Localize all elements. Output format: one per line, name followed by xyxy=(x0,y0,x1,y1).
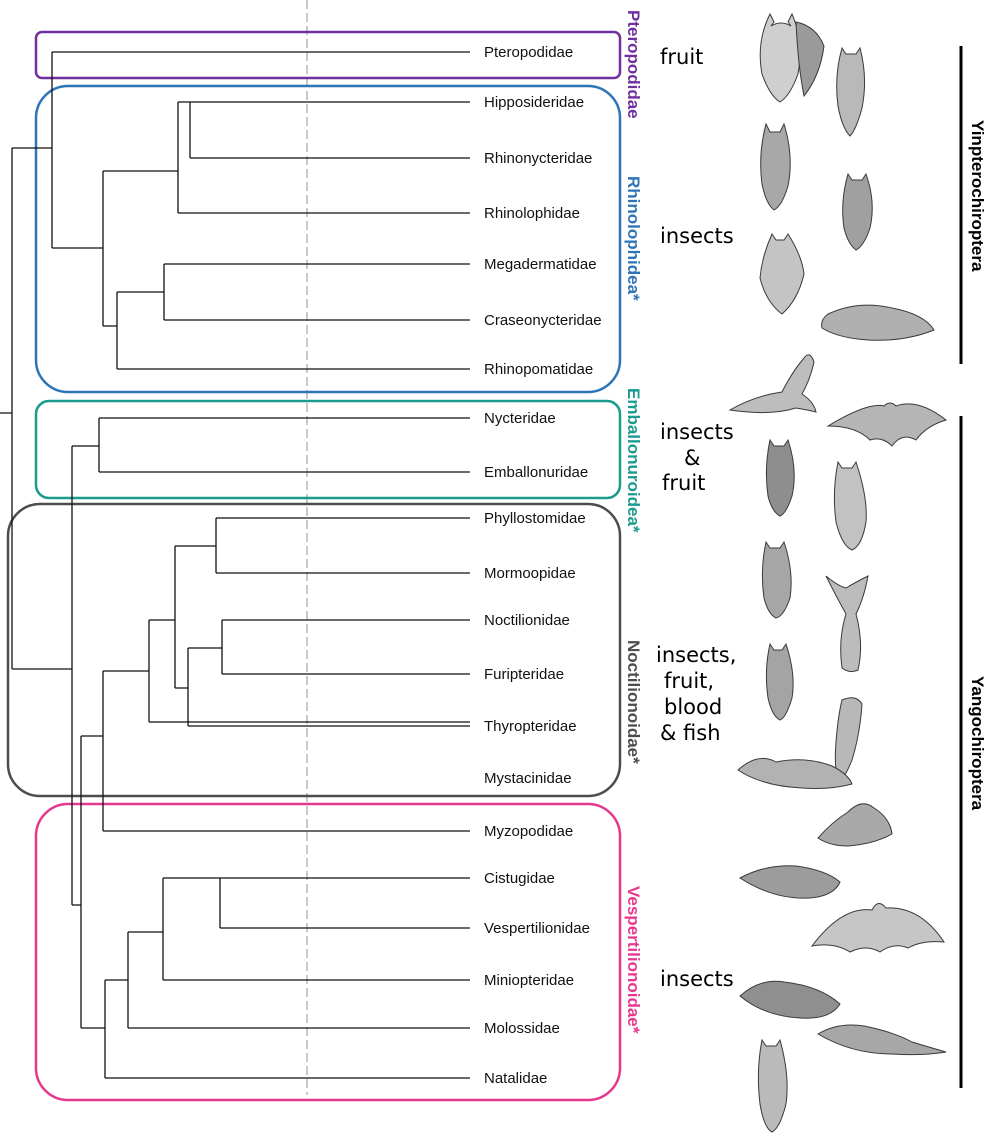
group-label-pteropodidae: Pteropodidae xyxy=(624,10,643,119)
crawling-bat-illustration xyxy=(822,305,934,340)
crawling-bat-illustration xyxy=(740,866,840,898)
leaf-labels: Pteropodidae Hipposideridae Rhinonycteri… xyxy=(484,44,602,1087)
leaf-label: Mystacinidae xyxy=(484,770,572,787)
flying-bat-illustration xyxy=(812,903,944,952)
diet-label-fruit: fruit xyxy=(660,45,703,69)
vespertilionoidae-box xyxy=(36,804,620,1100)
leaf-label: Pteropodidae xyxy=(484,44,573,61)
diet-label-insects: insects xyxy=(660,420,734,444)
leaf-label: Natalidae xyxy=(484,1070,547,1087)
leaf-label: Hipposideridae xyxy=(484,94,584,111)
leaf-label: Mormoopidae xyxy=(484,565,576,582)
hanging-bat-illustration xyxy=(834,462,866,550)
group-label-rhinolophidea: Rhinolophidea* xyxy=(624,176,643,301)
crawling-bat-illustration xyxy=(818,1025,946,1055)
leaf-label: Rhinonycteridae xyxy=(484,150,592,167)
leaf-label: Miniopteridae xyxy=(484,972,574,989)
bat-illustrations xyxy=(730,14,946,1132)
diet-labels: fruit insects insects & fruit insects, f… xyxy=(656,45,736,991)
suborder-brackets: Yinpterochiroptera Yangochiroptera xyxy=(961,46,987,1088)
crawling-bat-illustration xyxy=(818,804,892,846)
diet-label-insects: insects xyxy=(660,967,734,991)
group-labels: Pteropodidae Rhinolophidea* Emballonuroi… xyxy=(624,10,643,1034)
hanging-bat-illustration xyxy=(835,698,862,782)
diet-label-insects: insects xyxy=(660,224,734,248)
leaf-label: Thyropteridae xyxy=(484,718,577,735)
group-label-emballonuroidea: Emballonuroidea* xyxy=(624,388,643,533)
diet-label-blood: blood xyxy=(664,695,722,719)
leaf-label: Phyllostomidae xyxy=(484,510,586,527)
hanging-bat-illustration xyxy=(758,1040,787,1132)
hanging-bat-illustration xyxy=(837,48,865,136)
suborder-label-yinpterochiroptera: Yinpterochiroptera xyxy=(968,120,987,272)
diet-label-insects: insects, xyxy=(656,643,736,667)
leaf-label: Cistugidae xyxy=(484,870,555,887)
diet-label-fish: & fish xyxy=(660,721,721,745)
noctilionoidae-box xyxy=(8,504,620,796)
crawling-bat-illustration xyxy=(740,981,840,1018)
rhinolophidea-box xyxy=(36,86,620,392)
hanging-bat-illustration xyxy=(762,542,791,618)
suborder-label-yangochiroptera: Yangochiroptera xyxy=(968,676,987,811)
hanging-bat-illustration xyxy=(766,440,794,516)
hanging-bat-illustration xyxy=(766,644,793,720)
leaf-label: Emballonuridae xyxy=(484,464,588,481)
leaf-label: Noctilionidae xyxy=(484,612,570,629)
crawling-bat-illustration xyxy=(738,758,852,788)
leaf-label: Molossidae xyxy=(484,1020,560,1037)
leaf-label: Craseonycteridae xyxy=(484,312,602,329)
hanging-bat-illustration xyxy=(761,124,791,210)
leaf-label: Rhinolophidae xyxy=(484,205,580,222)
diet-label-ampersand: & xyxy=(684,446,700,470)
hanging-bat-illustration xyxy=(826,576,868,672)
leaf-label: Vespertilionidae xyxy=(484,920,590,937)
diet-label-fruit: fruit, xyxy=(664,669,714,693)
flying-bat-illustration xyxy=(730,355,816,413)
hanging-bat-illustration xyxy=(760,14,824,102)
leaf-label: Megadermatidae xyxy=(484,256,597,273)
leaf-label: Myzopodidae xyxy=(484,823,573,840)
leaf-label: Rhinopomatidae xyxy=(484,361,593,378)
group-label-noctilionoidae: Noctilionoidae* xyxy=(624,640,643,764)
group-label-vespertilionoidae: Vespertilionoidae* xyxy=(624,886,643,1034)
hanging-bat-illustration xyxy=(760,234,804,314)
hanging-bat-illustration xyxy=(843,174,873,250)
leaf-label: Furipteridae xyxy=(484,666,564,683)
flying-bat-illustration xyxy=(828,403,946,446)
leaf-label: Nycteridae xyxy=(484,410,556,427)
tree-branches xyxy=(0,52,470,1078)
diet-label-fruit: fruit xyxy=(662,471,705,495)
